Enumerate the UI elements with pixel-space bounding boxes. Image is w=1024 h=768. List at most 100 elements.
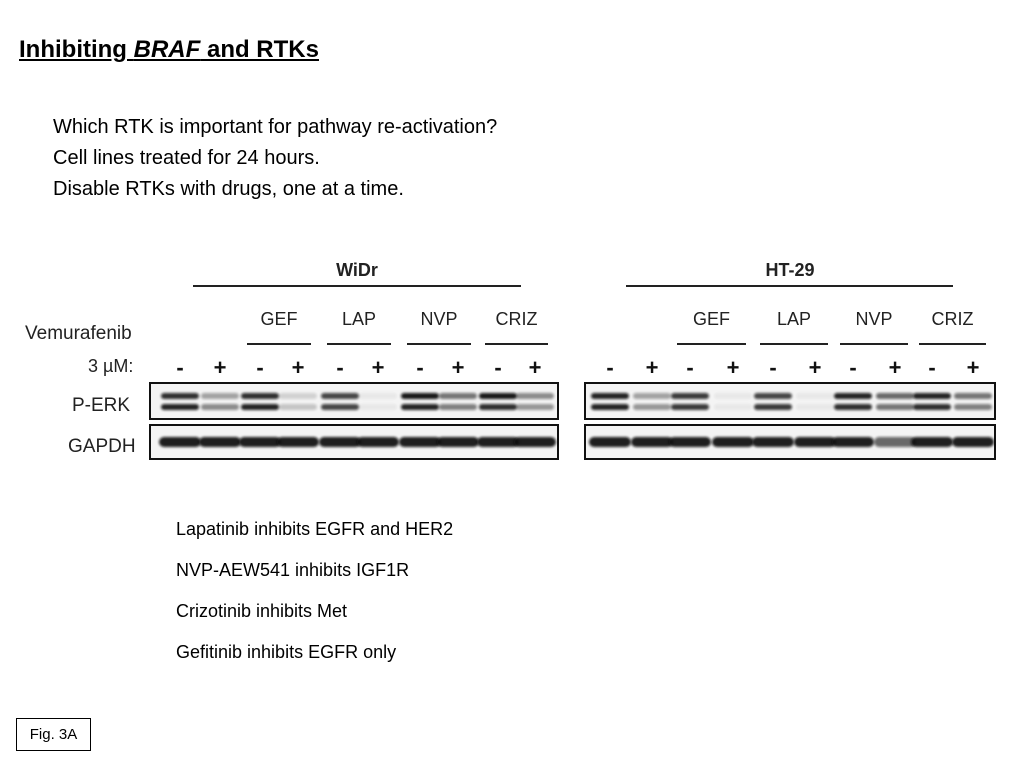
ht29-lane-sign: - bbox=[849, 355, 856, 380]
widr-perk-frame bbox=[149, 382, 559, 420]
ht29-drug-nvp: NVP bbox=[855, 309, 892, 329]
blot-band bbox=[239, 437, 281, 447]
blot-band bbox=[279, 404, 317, 410]
blot-band bbox=[199, 437, 241, 447]
intro-text: Which RTK is important for pathway re-ac… bbox=[53, 112, 497, 205]
blot-band bbox=[671, 404, 709, 410]
blot-band bbox=[516, 393, 554, 399]
blot-band bbox=[834, 393, 872, 399]
blot-band bbox=[279, 393, 317, 399]
ht29-perk-frame bbox=[584, 382, 996, 420]
widr-lane-sign: + bbox=[214, 355, 227, 380]
widr-drug-nvp: NVP bbox=[420, 309, 457, 329]
blot-band bbox=[631, 437, 673, 447]
ht29-lane-sign: + bbox=[809, 355, 822, 380]
ht29-lane-sign: - bbox=[928, 355, 935, 380]
widr-lane-sign: - bbox=[416, 355, 423, 380]
blot-band bbox=[633, 393, 671, 399]
intro-line: Cell lines treated for 24 hours. bbox=[53, 147, 320, 169]
blot-band bbox=[514, 437, 556, 447]
note-item: NVP-AEW541 inhibits IGF1R bbox=[176, 560, 410, 580]
blot-band bbox=[952, 437, 994, 447]
intro-line: Which RTK is important for pathway re-ac… bbox=[53, 116, 498, 138]
blot-band bbox=[241, 393, 279, 399]
ht29-drug-gef: GEF bbox=[693, 309, 730, 329]
gapdh-label: GAPDH bbox=[68, 436, 136, 457]
blot-band bbox=[832, 437, 874, 447]
blot-band bbox=[754, 393, 792, 399]
widr-lane-sign: - bbox=[256, 355, 263, 380]
ht29-lane-sign: - bbox=[606, 355, 613, 380]
blot-band bbox=[911, 437, 953, 447]
title-prefix: Inhibiting bbox=[19, 36, 134, 63]
ht29-lane-sign: + bbox=[646, 355, 659, 380]
widr-drug-gef: GEF bbox=[260, 309, 297, 329]
blot-band bbox=[477, 437, 519, 447]
blot-band bbox=[796, 393, 834, 399]
figure-label: Fig. 3A bbox=[16, 718, 91, 751]
blot-band bbox=[591, 404, 629, 410]
blot-band bbox=[201, 393, 239, 399]
widr-drug-lap: LAP bbox=[342, 309, 376, 329]
blot-band bbox=[794, 437, 836, 447]
note-item: Gefitinib inhibits EGFR only bbox=[176, 642, 397, 662]
widr-lane-sign: - bbox=[176, 355, 183, 380]
blot-band bbox=[479, 404, 517, 410]
widr-lane-sign: - bbox=[336, 355, 343, 380]
note-item: Crizotinib inhibits Met bbox=[176, 601, 348, 621]
blot-band bbox=[714, 393, 752, 399]
ht29-gapdh-panel bbox=[584, 424, 996, 460]
cell-line-widr: WiDr bbox=[336, 260, 378, 280]
widr-lane-sign: + bbox=[292, 355, 305, 380]
blot-band bbox=[913, 393, 951, 399]
blot-band bbox=[913, 404, 951, 410]
blot-band bbox=[161, 404, 199, 410]
blot-band bbox=[439, 404, 477, 410]
drug-notes: Lapatinib inhibits EGFR and HER2 NVP-AEW… bbox=[176, 519, 453, 683]
blot-band bbox=[714, 404, 752, 410]
blot-band bbox=[359, 393, 397, 399]
blot-band bbox=[876, 393, 914, 399]
widr-drug-criz: CRIZ bbox=[496, 309, 538, 329]
blot-band bbox=[796, 404, 834, 410]
blot-band bbox=[159, 437, 201, 447]
title-italic: BRAF bbox=[133, 36, 201, 63]
ht29-lane-sign: - bbox=[686, 355, 693, 380]
blot-band bbox=[669, 437, 711, 447]
blot-band bbox=[439, 393, 477, 399]
blot-band bbox=[954, 404, 992, 410]
widr-lane-sign: + bbox=[372, 355, 385, 380]
blot-band bbox=[712, 437, 754, 447]
blot-band bbox=[516, 404, 554, 410]
blot-band bbox=[359, 404, 397, 410]
cell-line-ht29: HT-29 bbox=[765, 260, 814, 280]
blot-band bbox=[321, 393, 359, 399]
blot-band bbox=[201, 404, 239, 410]
blot-band bbox=[479, 393, 517, 399]
blot-band bbox=[277, 437, 319, 447]
ht29-perk-panel bbox=[584, 382, 996, 420]
blot-band bbox=[321, 404, 359, 410]
perk-label: P-ERK bbox=[72, 395, 130, 416]
vemurafenib-label: Vemurafenib bbox=[25, 323, 132, 344]
ht29-lane-sign: + bbox=[889, 355, 902, 380]
blot-band bbox=[401, 393, 439, 399]
blot-band bbox=[633, 404, 671, 410]
note-item: Lapatinib inhibits EGFR and HER2 bbox=[176, 519, 454, 539]
slide-title: Inhibiting BRAF and RTKs bbox=[19, 36, 319, 64]
blot-band bbox=[591, 393, 629, 399]
widr-lane-sign: + bbox=[452, 355, 465, 380]
blot-band bbox=[399, 437, 441, 447]
ht29-lane-sign: + bbox=[727, 355, 740, 380]
blot-band bbox=[437, 437, 479, 447]
blot-band bbox=[357, 437, 399, 447]
blot-band bbox=[754, 404, 792, 410]
widr-lane-sign: + bbox=[529, 355, 542, 380]
dose-label: 3 µM: bbox=[88, 356, 133, 376]
blot-band bbox=[671, 393, 709, 399]
blot-band bbox=[319, 437, 361, 447]
widr-gapdh-panel bbox=[149, 424, 559, 460]
widr-perk-panel bbox=[149, 382, 559, 420]
intro-line: Disable RTKs with drugs, one at a time. bbox=[53, 178, 404, 200]
